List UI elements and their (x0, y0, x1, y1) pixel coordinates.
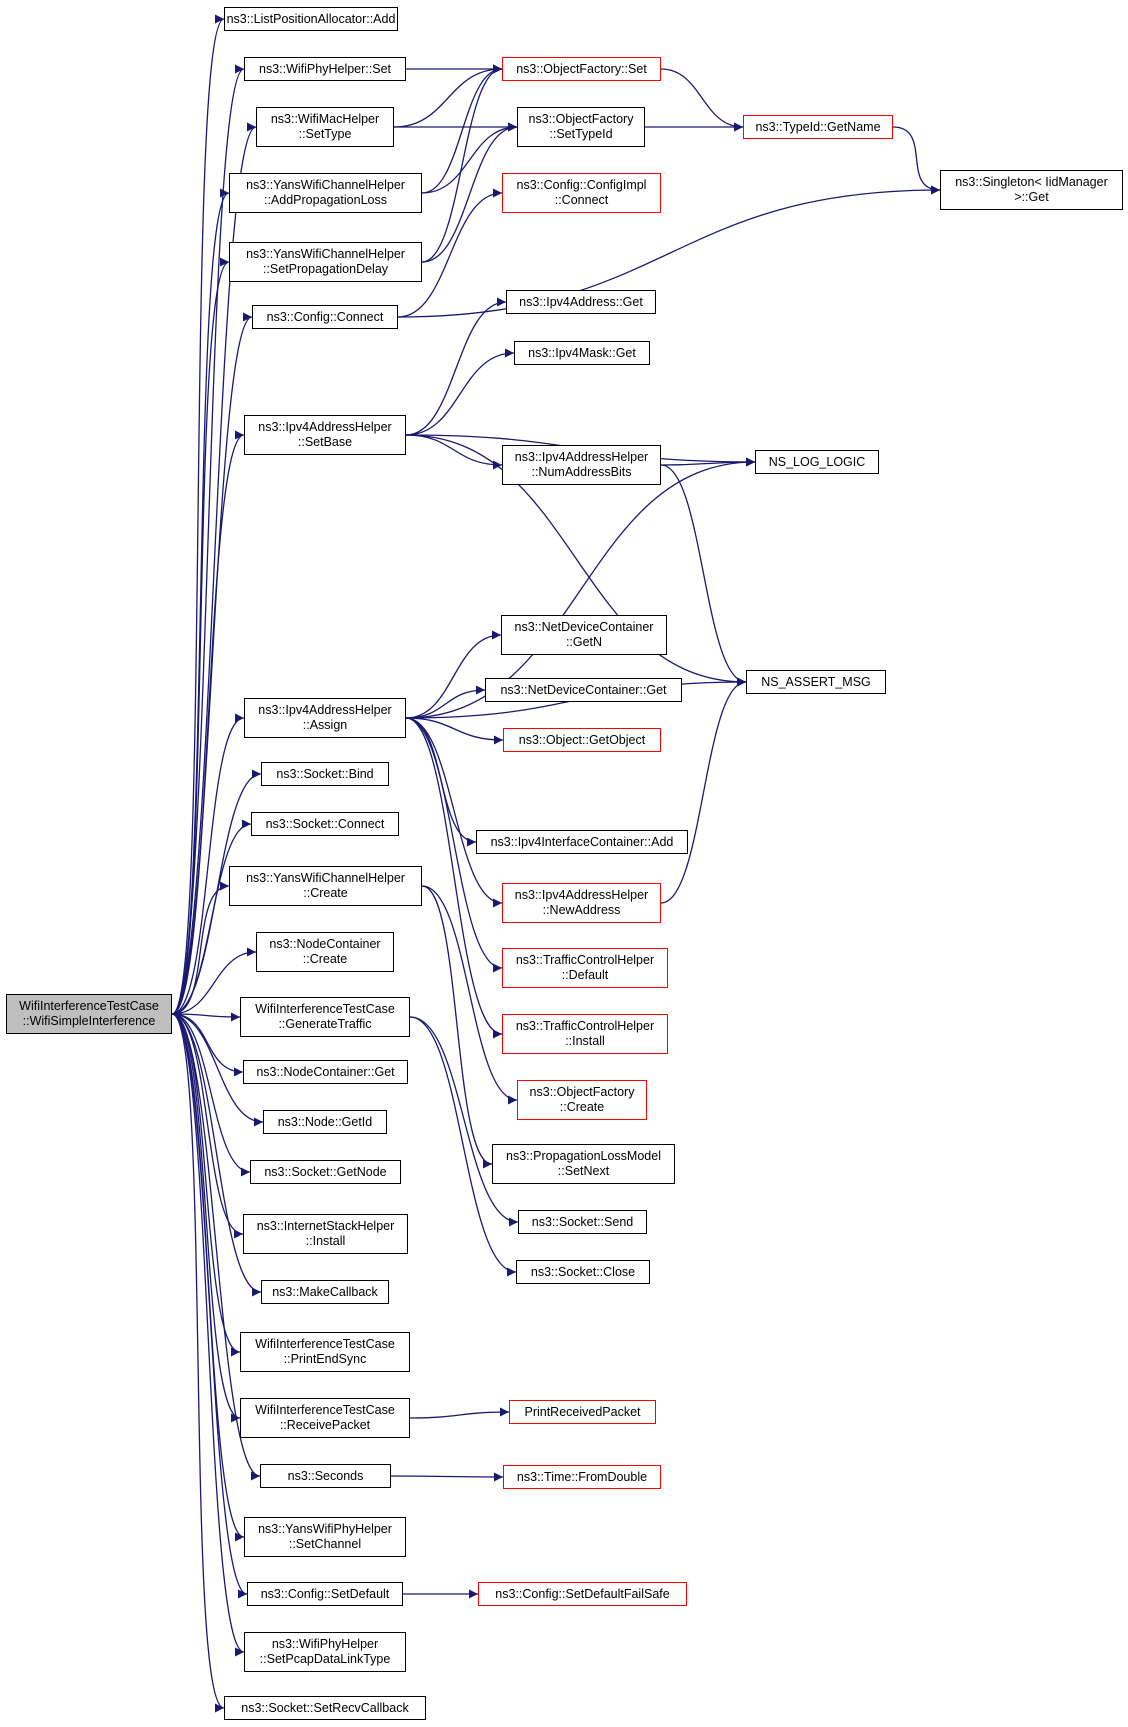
edge-yansaddprop-to-objfactsettypeid (421, 122, 518, 194)
node-ipv4maskget[interactable]: ns3::Ipv4Mask::Get (514, 341, 650, 365)
edge-receivepacket-to-printrecv (409, 1407, 510, 1419)
node-typeidgetname[interactable]: ns3::TypeId::GetName (743, 115, 893, 139)
node-objfactset[interactable]: ns3::ObjectFactory::Set (502, 57, 661, 81)
node-getobject[interactable]: ns3::Object::GetObject (503, 728, 661, 752)
node-wifimacsettype[interactable]: ns3::WifiMacHelper ::SetType (256, 107, 394, 147)
node-root: WifiInterferenceTestCase ::WifiSimpleInt… (6, 994, 172, 1034)
edge-ipv4assign-to-ndcget (405, 685, 486, 719)
edge-ipv4assign-to-nsloglogic (405, 457, 756, 719)
edge-ipv4setbase-to-numaddrbits (405, 434, 503, 470)
node-ndcget[interactable]: ns3::NetDeviceContainer::Get (485, 678, 682, 702)
node-tcinstall[interactable]: ns3::TrafficControlHelper ::Install (502, 1014, 668, 1054)
edge-ipv4setbase-to-ipv4addrget (405, 297, 507, 436)
node-setdefaultfailsafe[interactable]: ns3::Config::SetDefaultFailSafe (478, 1582, 687, 1606)
node-yansaddprop[interactable]: ns3::YansWifiChannelHelper ::AddPropagat… (229, 173, 422, 213)
edge-root-to-seconds (171, 1013, 261, 1481)
edge-ipv4assign-to-ndcgetn (405, 630, 502, 719)
node-sockconnect[interactable]: ns3::Socket::Connect (251, 812, 399, 836)
node-sockgetnode[interactable]: ns3::Socket::GetNode (250, 1160, 401, 1184)
edge-seconds-to-timefromdouble (390, 1472, 504, 1482)
edge-wifimacsettype-to-objfactset (393, 64, 503, 128)
edge-yanssetprop-to-objfactset (421, 64, 503, 263)
node-objfactsettypeid[interactable]: ns3::ObjectFactory ::SetTypeId (517, 107, 645, 147)
node-tcdefault[interactable]: ns3::TrafficControlHelper ::Default (502, 948, 668, 988)
edge-root-to-gentraffic (171, 1012, 241, 1022)
node-seconds[interactable]: ns3::Seconds (260, 1464, 391, 1488)
node-ifcadd[interactable]: ns3::Ipv4InterfaceContainer::Add (476, 830, 688, 854)
node-receivepacket[interactable]: WifiInterferenceTestCase ::ReceivePacket (240, 1398, 410, 1438)
node-inetinstall[interactable]: ns3::InternetStackHelper ::Install (243, 1214, 408, 1254)
edge-newaddress-to-nsassertmsg (660, 677, 747, 904)
node-printendsync[interactable]: WifiInterferenceTestCase ::PrintEndSync (240, 1332, 410, 1372)
edge-yansaddprop-to-objfactset (421, 64, 503, 194)
edge-gentraffic-to-socksend (409, 1016, 519, 1227)
edge-yanscreate-to-objfactcreate (421, 885, 518, 1105)
edge-yanscreate-to-proplosssetnext (421, 885, 493, 1169)
edge-root-to-listpos (171, 14, 225, 1015)
node-nodegetid[interactable]: ns3::Node::GetId (263, 1110, 387, 1134)
edge-root-to-setpcap (171, 1013, 245, 1657)
edge-objfactset-to-typeidgetname (660, 68, 744, 132)
edge-root-to-ipv4assign (171, 713, 245, 1015)
node-printrecv[interactable]: PrintReceivedPacket (509, 1400, 656, 1424)
edge-root-to-makecallback (171, 1013, 262, 1297)
node-gentraffic[interactable]: WifiInterferenceTestCase ::GenerateTraff… (240, 997, 410, 1037)
edge-ipv4assign-to-tcinstall (405, 717, 503, 1039)
edge-root-to-yanssetprop (171, 257, 230, 1015)
node-socksend[interactable]: ns3::Socket::Send (518, 1210, 647, 1234)
edge-root-to-nodegetid (171, 1013, 264, 1127)
node-wifiphyset[interactable]: ns3::WifiPhyHelper::Set (244, 57, 406, 81)
edge-typeidgetname-to-singletonget (892, 126, 941, 195)
node-ipv4setbase[interactable]: ns3::Ipv4AddressHelper ::SetBase (244, 415, 406, 455)
edge-ipv4setbase-to-ipv4maskget (405, 348, 515, 436)
edge-ipv4assign-to-newaddress (405, 717, 503, 908)
edge-root-to-cfgsetdefault (171, 1013, 248, 1599)
node-yanscreate[interactable]: ns3::YansWifiChannelHelper ::Create (229, 866, 422, 906)
node-setpcap[interactable]: ns3::WifiPhyHelper ::SetPcapDataLinkType (244, 1632, 406, 1672)
edge-root-to-receivepacket (171, 1013, 241, 1423)
node-yanssetprop[interactable]: ns3::YansWifiChannelHelper ::SetPropagat… (229, 242, 422, 282)
edge-root-to-sockgetnode (171, 1013, 251, 1177)
edge-cfgconnect-to-singletonget (397, 185, 941, 318)
edge-gentraffic-to-sockclose (409, 1016, 517, 1277)
node-nodecreate[interactable]: ns3::NodeContainer ::Create (256, 932, 394, 972)
node-ipv4addrget[interactable]: ns3::Ipv4Address::Get (506, 290, 656, 314)
node-sockclose[interactable]: ns3::Socket::Close (516, 1260, 650, 1284)
node-sockbind[interactable]: ns3::Socket::Bind (261, 762, 389, 786)
node-cfgimplconnect[interactable]: ns3::Config::ConfigImpl ::Connect (502, 173, 661, 213)
edge-root-to-ipv4setbase (171, 430, 245, 1015)
edge-ipv4assign-to-getobject (405, 717, 504, 745)
edge-ipv4setbase-to-nsassertmsg (405, 434, 747, 687)
edge-root-to-nodecreate (171, 947, 257, 1015)
node-yansphysetchan[interactable]: ns3::YansWifiPhyHelper ::SetChannel (244, 1517, 406, 1557)
node-cfgsetdefault[interactable]: ns3::Config::SetDefault (247, 1582, 403, 1606)
node-objfactcreate[interactable]: ns3::ObjectFactory ::Create (517, 1080, 647, 1120)
node-setrecvcb[interactable]: ns3::Socket::SetRecvCallback (224, 1696, 426, 1720)
node-nsassertmsg[interactable]: NS_ASSERT_MSG (746, 670, 886, 694)
node-newaddress[interactable]: ns3::Ipv4AddressHelper ::NewAddress (502, 883, 661, 923)
node-cfgconnect[interactable]: ns3::Config::Connect (252, 305, 398, 329)
node-listpos[interactable]: ns3::ListPositionAllocator::Add (224, 7, 398, 31)
node-numaddrbits[interactable]: ns3::Ipv4AddressHelper ::NumAddressBits (502, 445, 661, 485)
node-timefromdouble[interactable]: ns3::Time::FromDouble (503, 1465, 661, 1489)
node-ipv4assign[interactable]: ns3::Ipv4AddressHelper ::Assign (244, 698, 406, 738)
edge-cfgconnect-to-cfgimplconnect (397, 188, 503, 318)
node-proplosssetnext[interactable]: ns3::PropagationLossModel ::SetNext (492, 1144, 675, 1184)
edge-ipv4assign-to-tcdefault (405, 717, 503, 973)
node-singletonget[interactable]: ns3::Singleton< IidManager >::Get (940, 170, 1123, 210)
node-ndcgetn[interactable]: ns3::NetDeviceContainer ::GetN (501, 615, 667, 655)
edge-root-to-setrecvcb (171, 1013, 225, 1713)
node-makecallback[interactable]: ns3::MakeCallback (261, 1280, 389, 1304)
edge-numaddrbits-to-nsassertmsg (660, 464, 747, 687)
edge-root-to-sockconnect (171, 819, 252, 1015)
node-nodecget[interactable]: ns3::NodeContainer::Get (243, 1060, 408, 1084)
edge-root-to-yanscreate (171, 881, 230, 1015)
edge-yanssetprop-to-objfactsettypeid (421, 122, 518, 263)
node-nsloglogic[interactable]: NS_LOG_LOGIC (755, 450, 879, 474)
